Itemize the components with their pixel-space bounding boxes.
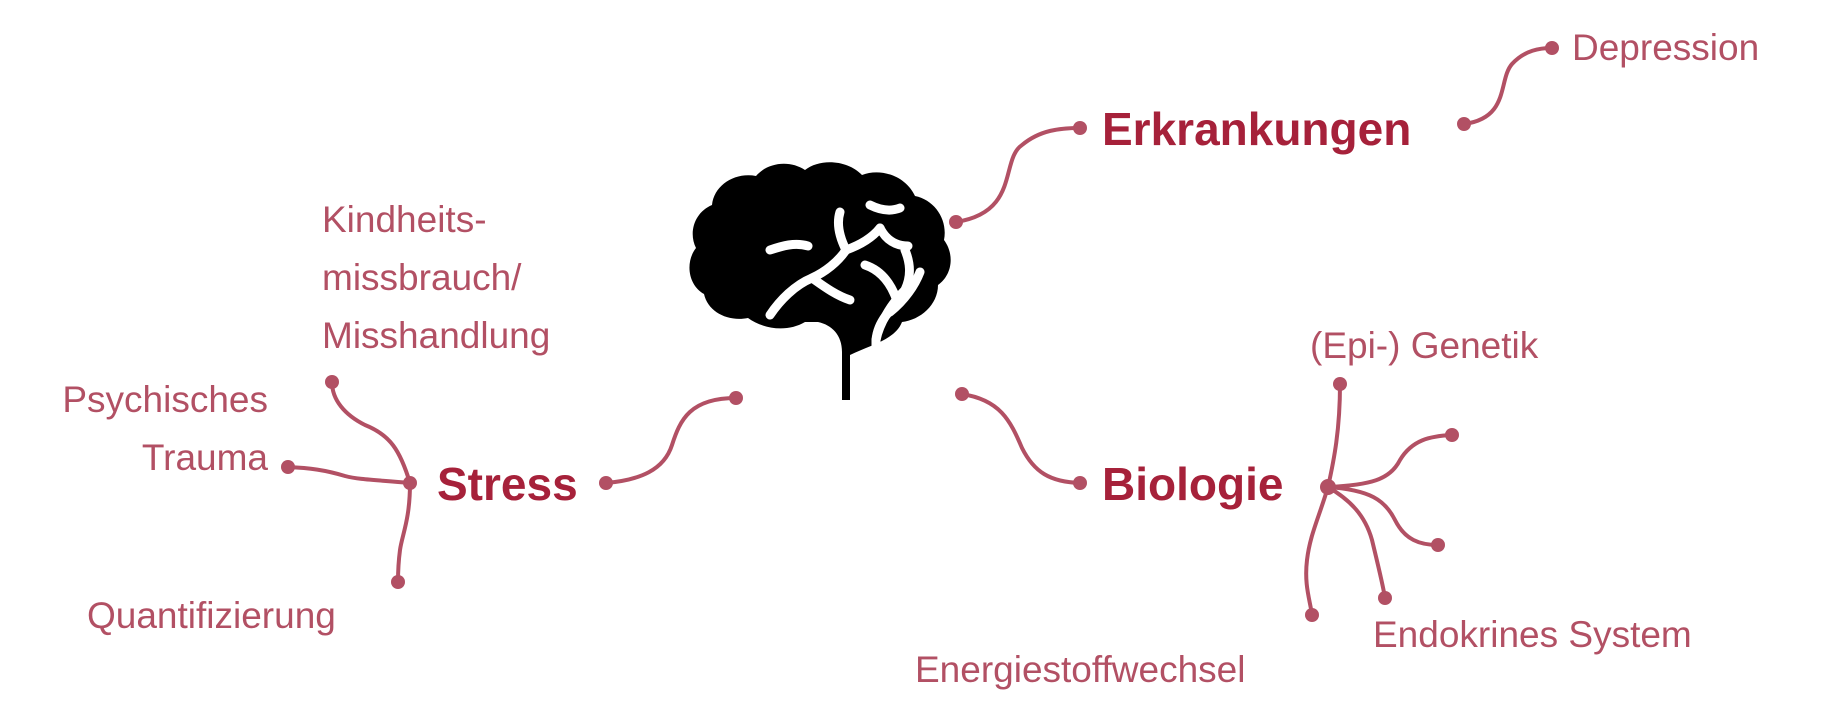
connector-center-stress <box>604 396 738 485</box>
leaf-label-energie: Energiestoffwechsel <box>915 649 1245 690</box>
node-dot <box>1545 41 1559 55</box>
node-dot <box>1305 608 1319 622</box>
connector-biologie-genetik <box>1326 382 1342 489</box>
node-dot <box>1378 591 1392 605</box>
connector-center-biologie <box>960 392 1082 485</box>
branch-label-biologie: Biologie <box>1102 458 1283 510</box>
leaf-label-endokrin: Endokrines System <box>1373 614 1692 655</box>
leaf-label-quantifizierung: Quantifizierung <box>87 595 336 636</box>
leaf-label-depression: Depression <box>1572 27 1759 68</box>
leaf-label-kindheit-1: Kindheits- <box>322 199 487 240</box>
node-dot <box>1457 117 1471 131</box>
brain-icon <box>689 162 951 405</box>
leaf-label-kindheit-2: missbrauch/ <box>322 257 522 298</box>
node-dot <box>1320 479 1336 495</box>
node-dot <box>1445 428 1459 442</box>
connector-stress-quantifizierung <box>396 481 412 584</box>
connector-biologie-node-2 <box>1326 485 1440 547</box>
node-dot <box>1073 121 1087 135</box>
connector-erkrankungen-depression <box>1462 46 1554 126</box>
node-dot <box>1073 476 1087 490</box>
node-dot <box>1431 538 1445 552</box>
leaf-label-kindheit-3: Misshandlung <box>322 315 550 356</box>
connector-center-erkrankungen <box>954 126 1082 224</box>
node-dot <box>599 476 613 490</box>
node-dot <box>949 215 963 229</box>
connector-stress-kindheit <box>330 380 412 485</box>
node-dot <box>391 575 405 589</box>
leaf-label-trauma-1: Psychisches <box>62 379 268 420</box>
connector-biologie-energie <box>1304 485 1330 617</box>
nodes <box>281 41 1559 622</box>
connector-biologie-node-1 <box>1326 433 1454 489</box>
connectors <box>286 46 1554 617</box>
branch-label-erkrankungen: Erkrankungen <box>1102 103 1411 155</box>
node-dot <box>729 391 743 405</box>
branch-label-stress: Stress <box>437 458 578 510</box>
labels: Erkrankungen Depression Stress Kindheits… <box>62 27 1759 690</box>
connector-biologie-endokrin <box>1326 485 1387 600</box>
node-dot <box>403 476 417 490</box>
node-dot <box>1333 377 1347 391</box>
node-dot <box>281 460 295 474</box>
connector-stress-trauma <box>286 465 412 485</box>
node-dot <box>955 387 969 401</box>
leaf-label-trauma-2: Trauma <box>142 437 269 478</box>
node-dot <box>325 375 339 389</box>
leaf-label-genetik: (Epi-) Genetik <box>1310 325 1539 366</box>
